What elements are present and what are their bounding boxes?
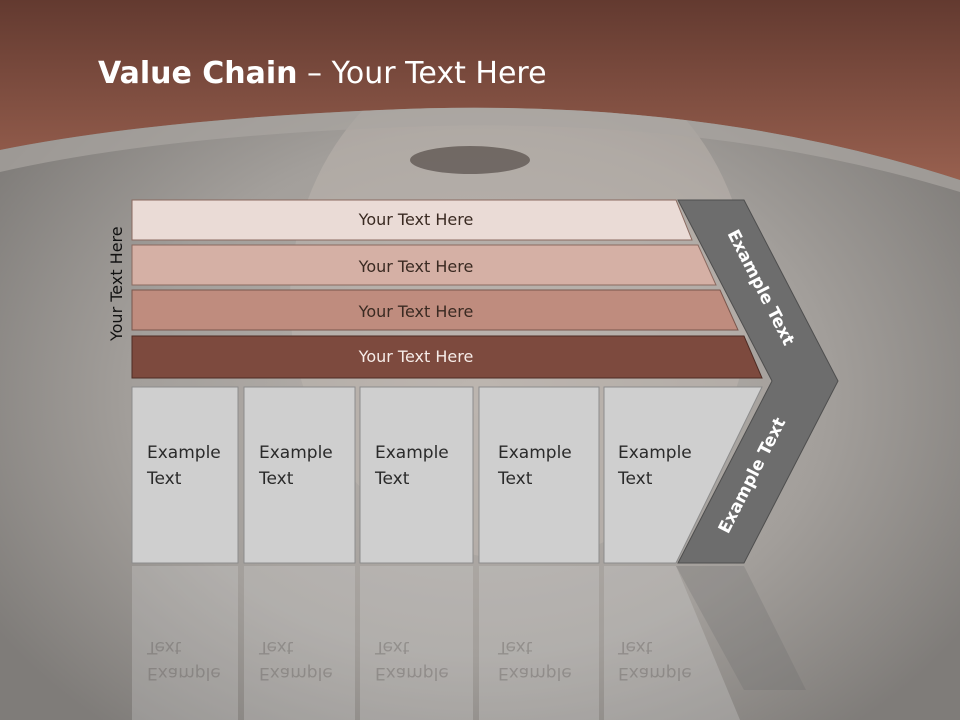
row-1-label: Your Text Here: [358, 210, 474, 229]
column-cell-3-reflection: [360, 566, 473, 720]
column-cell-1: [131, 386, 239, 564]
column-cell-5: [603, 386, 763, 564]
column-5-text-reflection: Example Text: [618, 637, 692, 683]
column-3-text: Example Text: [375, 443, 449, 489]
column-3-text-reflection: Example Text: [375, 637, 449, 683]
title-separator: –: [297, 56, 332, 91]
column-cell-4: [478, 386, 600, 564]
column-4-text: Example Text: [498, 443, 572, 489]
arrow-reflection: [676, 566, 806, 690]
column-cell-3: [359, 386, 474, 564]
column-1-text: Example Text: [147, 443, 221, 489]
row-4-label: Your Text Here: [358, 347, 474, 366]
column-cell-4-reflection: [479, 566, 599, 720]
column-cell-5-reflection: [604, 566, 740, 720]
column-4-text-reflection: Example Text: [498, 637, 572, 683]
chevron-arrow: [677, 199, 839, 564]
row-3-bar: [131, 289, 739, 331]
page-title: Value Chain – Your Text Here: [98, 56, 547, 91]
column-cell-2-reflection: [244, 566, 355, 720]
row-3: Your Text Here: [131, 289, 739, 331]
column-2-text-reflection: Example Text: [259, 637, 333, 683]
reflection: [132, 566, 806, 720]
column-cell-1-reflection: [132, 566, 238, 720]
row-4-bar: [131, 335, 763, 379]
row-4: Your Text Here: [131, 335, 763, 379]
column-5-text: Example Text: [618, 443, 692, 489]
row-2-label: Your Text Here: [358, 257, 474, 276]
column-2-text: Example Text: [259, 443, 333, 489]
column-cell-2: [243, 386, 356, 564]
row-1-bar: [131, 199, 693, 241]
title-bold: Value Chain: [98, 56, 298, 91]
row-3-label: Your Text Here: [358, 302, 474, 321]
row-1: Your Text Here: [131, 199, 693, 241]
column-1-text-reflection: Example Text: [147, 637, 221, 683]
row-2: Your Text Here: [131, 244, 717, 286]
row-2-bar: [131, 244, 717, 286]
title-rest: Your Text Here: [331, 56, 547, 91]
